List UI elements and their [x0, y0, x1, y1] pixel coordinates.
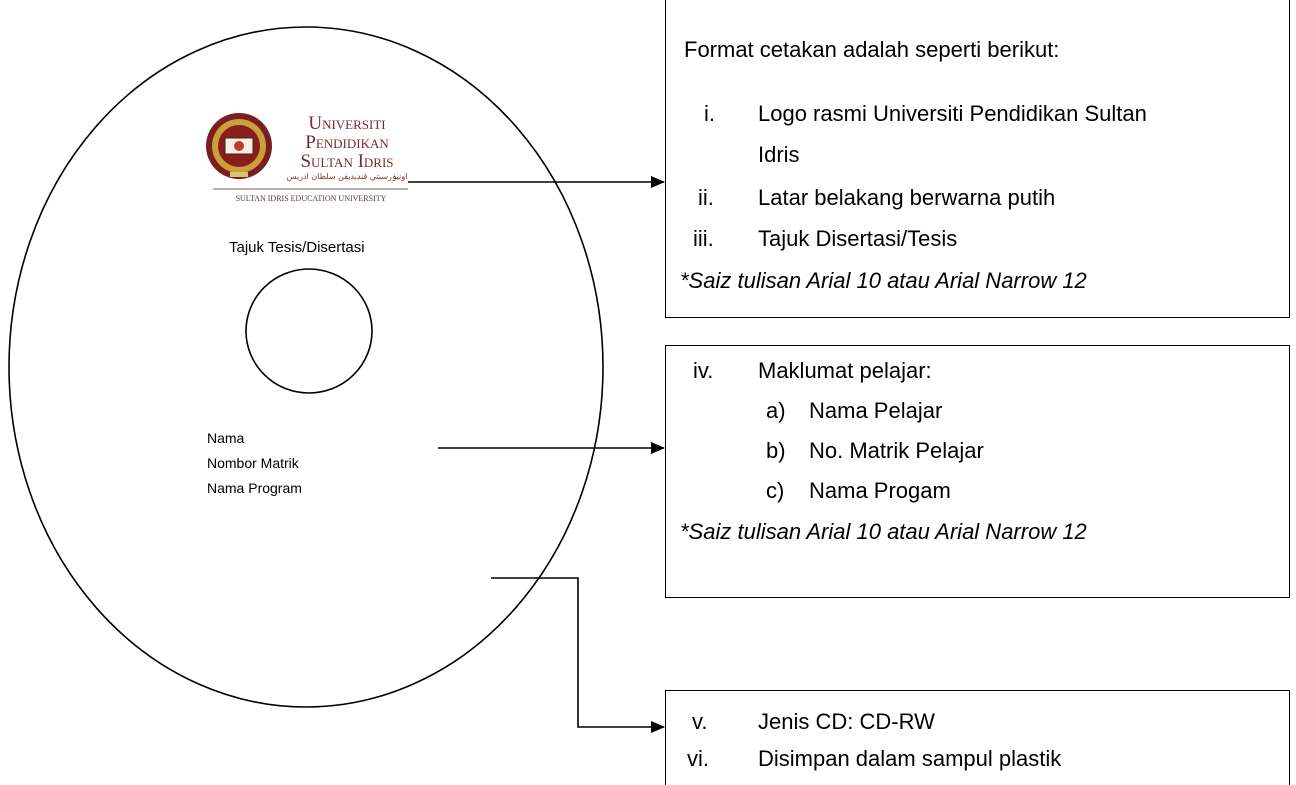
- student-program-label: Nama Program: [207, 480, 302, 496]
- student-info-box: iv. Maklumat pelajar: a) Nama Pelajar b)…: [665, 345, 1290, 598]
- logo-jawi: اونيۏرسيتي ڤنديديقن سلطان ادريس: [286, 172, 408, 181]
- subitem-c-text: Nama Progam: [809, 478, 951, 503]
- cd-type-box: v. Jenis CD: CD-RW vi. Disimpan dalam sa…: [665, 690, 1290, 785]
- logo-line-2: Pendidikan: [305, 132, 389, 153]
- item-iii-number: iii.: [693, 226, 714, 251]
- student-matric-label: Nombor Matrik: [207, 455, 299, 471]
- item-iv-number: iv.: [693, 358, 714, 383]
- logo-line-1: Universiti: [308, 113, 386, 134]
- item-vi-text: Disimpan dalam sampul plastik: [758, 746, 1062, 771]
- university-logo-emblem: [206, 113, 272, 179]
- print-format-box: Format cetakan adalah seperti berikut: i…: [665, 0, 1290, 318]
- logo-line-3: Sultan Idris: [300, 151, 394, 172]
- box1-font-note: *Saiz tulisan Arial 10 atau Arial Narrow…: [680, 268, 1087, 293]
- item-i-text-cont: Idris: [758, 142, 800, 167]
- item-iii-text: Tajuk Disertasi/Tesis: [758, 226, 958, 251]
- subitem-a-text: Nama Pelajar: [809, 398, 943, 423]
- subitem-b-label: b): [766, 438, 786, 463]
- connector-cd-type: [491, 577, 665, 733]
- thesis-title-label: Tajuk Tesis/Disertasi: [229, 239, 365, 256]
- subitem-c-label: c): [766, 478, 785, 503]
- item-ii-number: ii.: [698, 185, 714, 210]
- box2-font-note: *Saiz tulisan Arial 10 atau Arial Narrow…: [680, 519, 1087, 544]
- logo-tagline: SULTAN IDRIS EDUCATION UNIVERSITY: [235, 194, 387, 203]
- print-format-heading: Format cetakan adalah seperti berikut:: [684, 37, 1060, 62]
- item-ii-text: Latar belakang berwarna putih: [758, 185, 1056, 210]
- item-v-number: v.: [692, 709, 708, 734]
- cd-center-hole: [245, 268, 373, 394]
- student-info-heading: Maklumat pelajar:: [758, 358, 932, 383]
- subitem-a-label: a): [766, 398, 786, 423]
- item-v-text: Jenis CD: CD-RW: [758, 709, 935, 734]
- item-i-text: Logo rasmi Universiti Pendidikan Sultan: [758, 101, 1147, 126]
- item-vi-number: vi.: [687, 746, 709, 771]
- student-name-label: Nama: [207, 430, 245, 446]
- subitem-b-text: No. Matrik Pelajar: [809, 438, 984, 463]
- item-i-number: i.: [704, 101, 715, 126]
- logo-wordmark: Universiti Pendidikan Sultan Idris اونيۏ…: [286, 114, 408, 182]
